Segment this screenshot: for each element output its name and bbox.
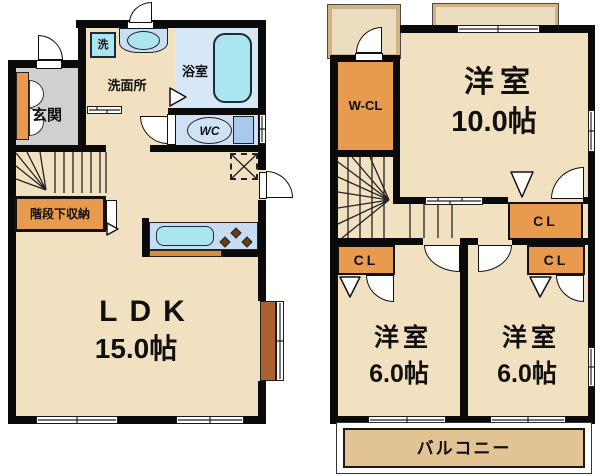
wcl-room	[338, 62, 393, 150]
wall	[78, 28, 86, 152]
under-stair-storage	[14, 196, 106, 232]
closet-right	[527, 245, 585, 275]
wall	[8, 416, 266, 424]
wall	[168, 108, 266, 115]
washroom-sliding-door	[87, 106, 122, 114]
room10-size-label: 10.0帖	[451, 105, 537, 138]
wc-window	[259, 114, 266, 144]
entrance-door-leaf	[36, 60, 62, 69]
window	[588, 347, 595, 387]
room6-right-size-label: 6.0帖	[497, 359, 557, 388]
kitchen-sink	[156, 226, 214, 246]
wall	[330, 150, 400, 157]
wcl-label: W-CL	[348, 97, 383, 113]
wall	[258, 381, 266, 424]
wc-door-leaf	[167, 114, 176, 145]
window	[588, 110, 595, 152]
window	[36, 416, 118, 424]
washing-machine-label: 洗	[97, 38, 109, 51]
sink-basin	[127, 31, 160, 50]
fridge-space	[230, 153, 258, 180]
storage-label: 階段下収納	[29, 207, 90, 221]
wall	[8, 60, 38, 68]
ldk-label: LDK	[99, 295, 197, 328]
room6-left-size-label: 6.0帖	[369, 359, 429, 388]
bay-window	[276, 301, 284, 381]
entrance-door-swing	[38, 35, 63, 60]
toilet	[187, 117, 232, 144]
ldk-door-swing	[266, 171, 293, 198]
balcony-label: バルコニー	[416, 438, 512, 458]
wall	[330, 238, 423, 245]
closet-label: CL	[543, 252, 569, 268]
closet-label: CL	[353, 252, 379, 268]
sliding-door	[425, 197, 483, 205]
balcony	[343, 428, 585, 468]
ldk-size-label: 15.0帖	[94, 333, 178, 364]
wall	[222, 250, 258, 257]
wall	[393, 55, 400, 204]
wall	[142, 218, 149, 257]
closet-left	[337, 245, 395, 275]
bathtub	[213, 33, 252, 103]
washing-machine	[90, 32, 116, 58]
wall	[583, 197, 595, 204]
wall	[588, 25, 595, 424]
entrance-cabinet	[29, 80, 44, 136]
window	[176, 416, 244, 424]
toilet-tank	[233, 116, 254, 144]
wc-label: WC	[199, 123, 220, 138]
wall	[258, 200, 266, 301]
entrance-label: 玄関	[31, 106, 62, 124]
bay-window-shelf	[260, 301, 276, 381]
wall	[8, 60, 16, 424]
closet-label: CL	[533, 213, 558, 229]
room6-right-label: 洋室	[501, 323, 560, 352]
bathroom-label: 浴室	[181, 63, 208, 79]
wall	[150, 145, 266, 152]
wall	[60, 60, 86, 68]
wall	[76, 20, 266, 28]
room6-left-label: 洋室	[373, 323, 432, 352]
counter-edge	[149, 250, 222, 257]
wall	[8, 145, 106, 152]
wcl-door-leaf	[355, 53, 383, 61]
roof-over-1f	[433, 4, 558, 28]
washroom-label: 洗面所	[107, 77, 147, 93]
wall	[460, 238, 478, 245]
utility-door-swing	[129, 2, 152, 23]
wall	[258, 20, 266, 170]
storage-door-leaf	[106, 200, 117, 230]
room10-label: 洋室	[464, 66, 536, 99]
wall	[330, 416, 595, 424]
closet-room10	[508, 202, 583, 240]
window	[457, 25, 540, 33]
wall	[512, 238, 595, 245]
room-divider-wall	[460, 245, 468, 420]
